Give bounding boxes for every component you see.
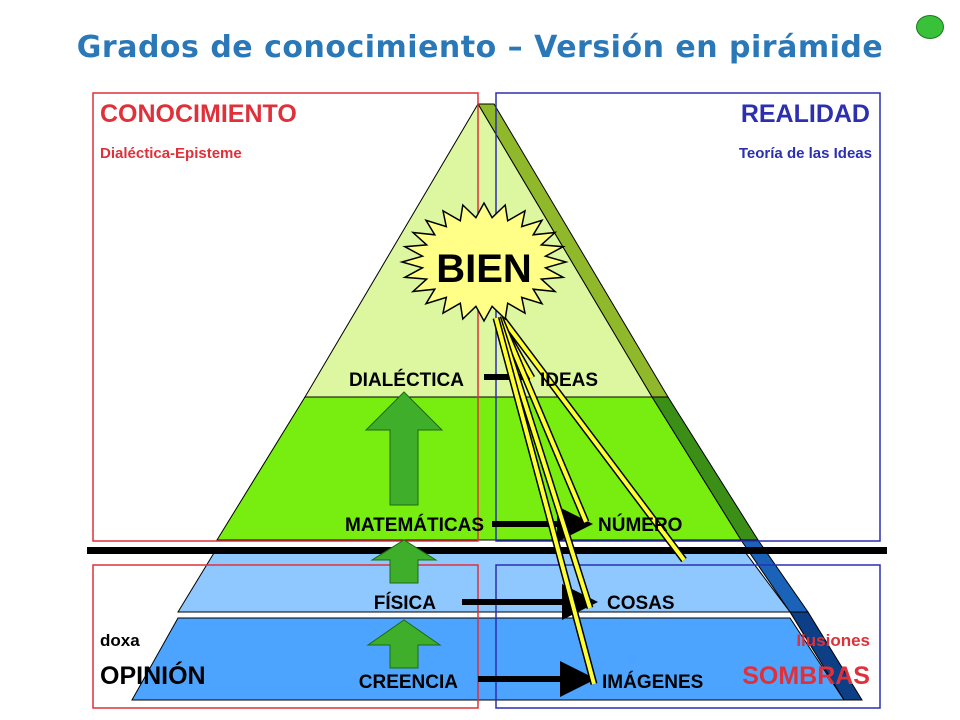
slide-title: Grados de conocimiento – Versión en pirá… [76, 30, 884, 65]
opinion-frame [92, 564, 479, 709]
illusions-label: Ilusiones [796, 631, 870, 650]
pyramid-tier-bottom [131, 617, 845, 701]
sun-ray [500, 316, 686, 562]
up-arrow-icon [364, 391, 444, 506]
up-arrow-icon [366, 619, 442, 669]
sun-rays [492, 315, 687, 685]
sun-burst-icon [399, 201, 569, 323]
sun-ray [498, 317, 588, 523]
sun-ray [494, 317, 596, 685]
knowledge-heading: CONOCIMIENTO [100, 100, 297, 128]
sun-ray [496, 317, 592, 609]
level-numero: NÚMERO [598, 514, 682, 536]
opinion-heading: OPINIÓN [100, 660, 206, 690]
reality-frame [495, 92, 881, 542]
knowledge-frame [92, 92, 479, 542]
pyramid-side-bottom [789, 611, 863, 701]
knowledge-subheading: Dialéctica-Episteme [100, 145, 242, 162]
green-oval-icon[interactable] [916, 15, 944, 39]
level-imagenes: IMÁGENES [602, 671, 703, 693]
shadows-frame [495, 564, 881, 709]
level-dialectica: DIALÉCTICA [349, 369, 464, 391]
level-fisica: FÍSICA [374, 592, 437, 614]
doxa-episteme-divider [87, 547, 887, 554]
doxa-label: doxa [100, 631, 140, 650]
level-ideas: IDEAS [540, 370, 598, 391]
level-creencia: CREENCIA [359, 672, 459, 693]
up-arrow-icon [370, 539, 438, 584]
sun-label: BIEN [436, 247, 532, 291]
level-cosas: COSAS [607, 593, 675, 614]
shadows-heading: SOMBRAS [742, 662, 870, 690]
reality-heading: REALIDAD [741, 100, 870, 128]
reality-subheading: Teoría de las Ideas [739, 145, 872, 162]
level-matematicas: MATEMÁTICAS [345, 514, 484, 536]
